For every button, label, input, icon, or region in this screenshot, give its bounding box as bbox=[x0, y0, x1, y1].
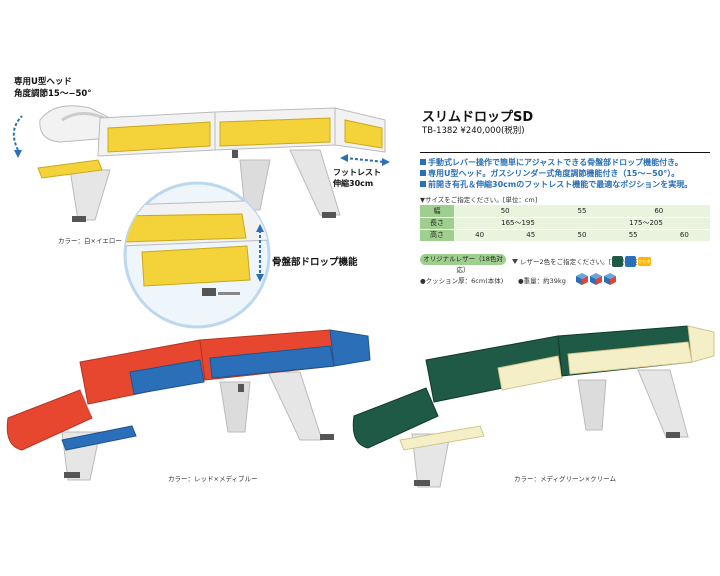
spec-height-label: 高さ bbox=[420, 229, 454, 242]
product-name: スリムドロップSD bbox=[422, 110, 534, 125]
caption-white-yellow: カラー：白×イエロー bbox=[58, 237, 122, 245]
color-reference-chip: かだ参考 bbox=[638, 257, 651, 273]
caption-green-cream: カラー：メディグリーン×クリーム bbox=[514, 475, 616, 483]
leather-note: レザー2色をご指定ください。[下記参照] bbox=[512, 256, 640, 266]
head-callout-line1: 専用U型ヘッド bbox=[14, 77, 72, 87]
spec-cell: 55 bbox=[556, 205, 608, 218]
table-row: 幅 50 55 60 bbox=[420, 205, 710, 218]
spec-cell: 165～195 bbox=[454, 217, 582, 230]
spec-width-label: 幅 bbox=[420, 205, 454, 218]
table-row: 長さ 165～195 175～205 bbox=[420, 217, 710, 230]
spec-cell: 50 bbox=[556, 229, 608, 242]
spec-length-label: 長さ bbox=[420, 217, 454, 230]
divider bbox=[420, 152, 710, 153]
pelvic-drop-zoom-illustration bbox=[123, 181, 271, 329]
head-callout: 専用U型ヘッド 角度調節15～−50° bbox=[14, 76, 92, 100]
footrest-callout: フットレスト 伸縮30cm bbox=[333, 167, 381, 189]
spec-cell: 55 bbox=[607, 229, 659, 242]
footrest-callout-line1: フットレスト bbox=[333, 168, 381, 177]
feature-1: 手動式レバー操作で簡単にアジャストできる骨盤部ドロップ機能付き。 bbox=[420, 157, 683, 168]
product-code-price: TB-1382 ¥240,000(税別) bbox=[422, 126, 525, 136]
spec-cell: 175～205 bbox=[581, 217, 710, 230]
color-chip-icon bbox=[625, 256, 636, 267]
table-row: 高さ 40 45 50 55 60 bbox=[420, 229, 710, 242]
leather-pill: オリジナルレザー（18色対応） bbox=[420, 254, 506, 274]
feature-2: 専用U型ヘッド。ガスシリンダー式角度調節機能付き（15～−50°）。 bbox=[420, 168, 679, 179]
spec-cell: 60 bbox=[658, 229, 710, 242]
weight-spec: ●重量：約39kg bbox=[518, 277, 566, 285]
cube-icon bbox=[576, 273, 588, 285]
size-spec-table: 幅 50 55 60 長さ 165～195 175～205 高さ 40 45 5… bbox=[420, 205, 710, 242]
feature-3: 前開き有孔＆伸縮30cmのフットレスト機能で最適なポジションを実現。 bbox=[420, 179, 692, 190]
table-white-yellow-illustration bbox=[12, 105, 390, 222]
color-chip-icon bbox=[612, 256, 623, 267]
spec-cell: 40 bbox=[454, 229, 506, 242]
caption-red-blue: カラー：レッド×メディブルー bbox=[168, 475, 258, 483]
leather-note-text: レザー2色をご指定ください。[下記参照] bbox=[520, 258, 640, 266]
footrest-callout-line2: 伸縮30cm bbox=[333, 179, 374, 188]
cube-icon bbox=[590, 273, 602, 285]
spec-cell: 50 bbox=[454, 205, 557, 218]
spec-cell: 60 bbox=[607, 205, 710, 218]
spec-cell: 45 bbox=[505, 229, 557, 242]
head-callout-line2: 角度調節15～−50° bbox=[14, 89, 92, 99]
cube-icon bbox=[604, 273, 616, 285]
triangle-icon bbox=[512, 259, 518, 264]
table-red-blue-illustration bbox=[6, 329, 371, 481]
size-note: ▼サイズをご指定ください。[単位：cm] bbox=[420, 196, 538, 204]
table-green-cream-illustration bbox=[352, 325, 715, 488]
cushion-spec: ●クッション厚：6cm(本体) bbox=[420, 277, 504, 285]
pelvic-drop-label: 骨盤部ドロップ機能 bbox=[272, 257, 358, 268]
